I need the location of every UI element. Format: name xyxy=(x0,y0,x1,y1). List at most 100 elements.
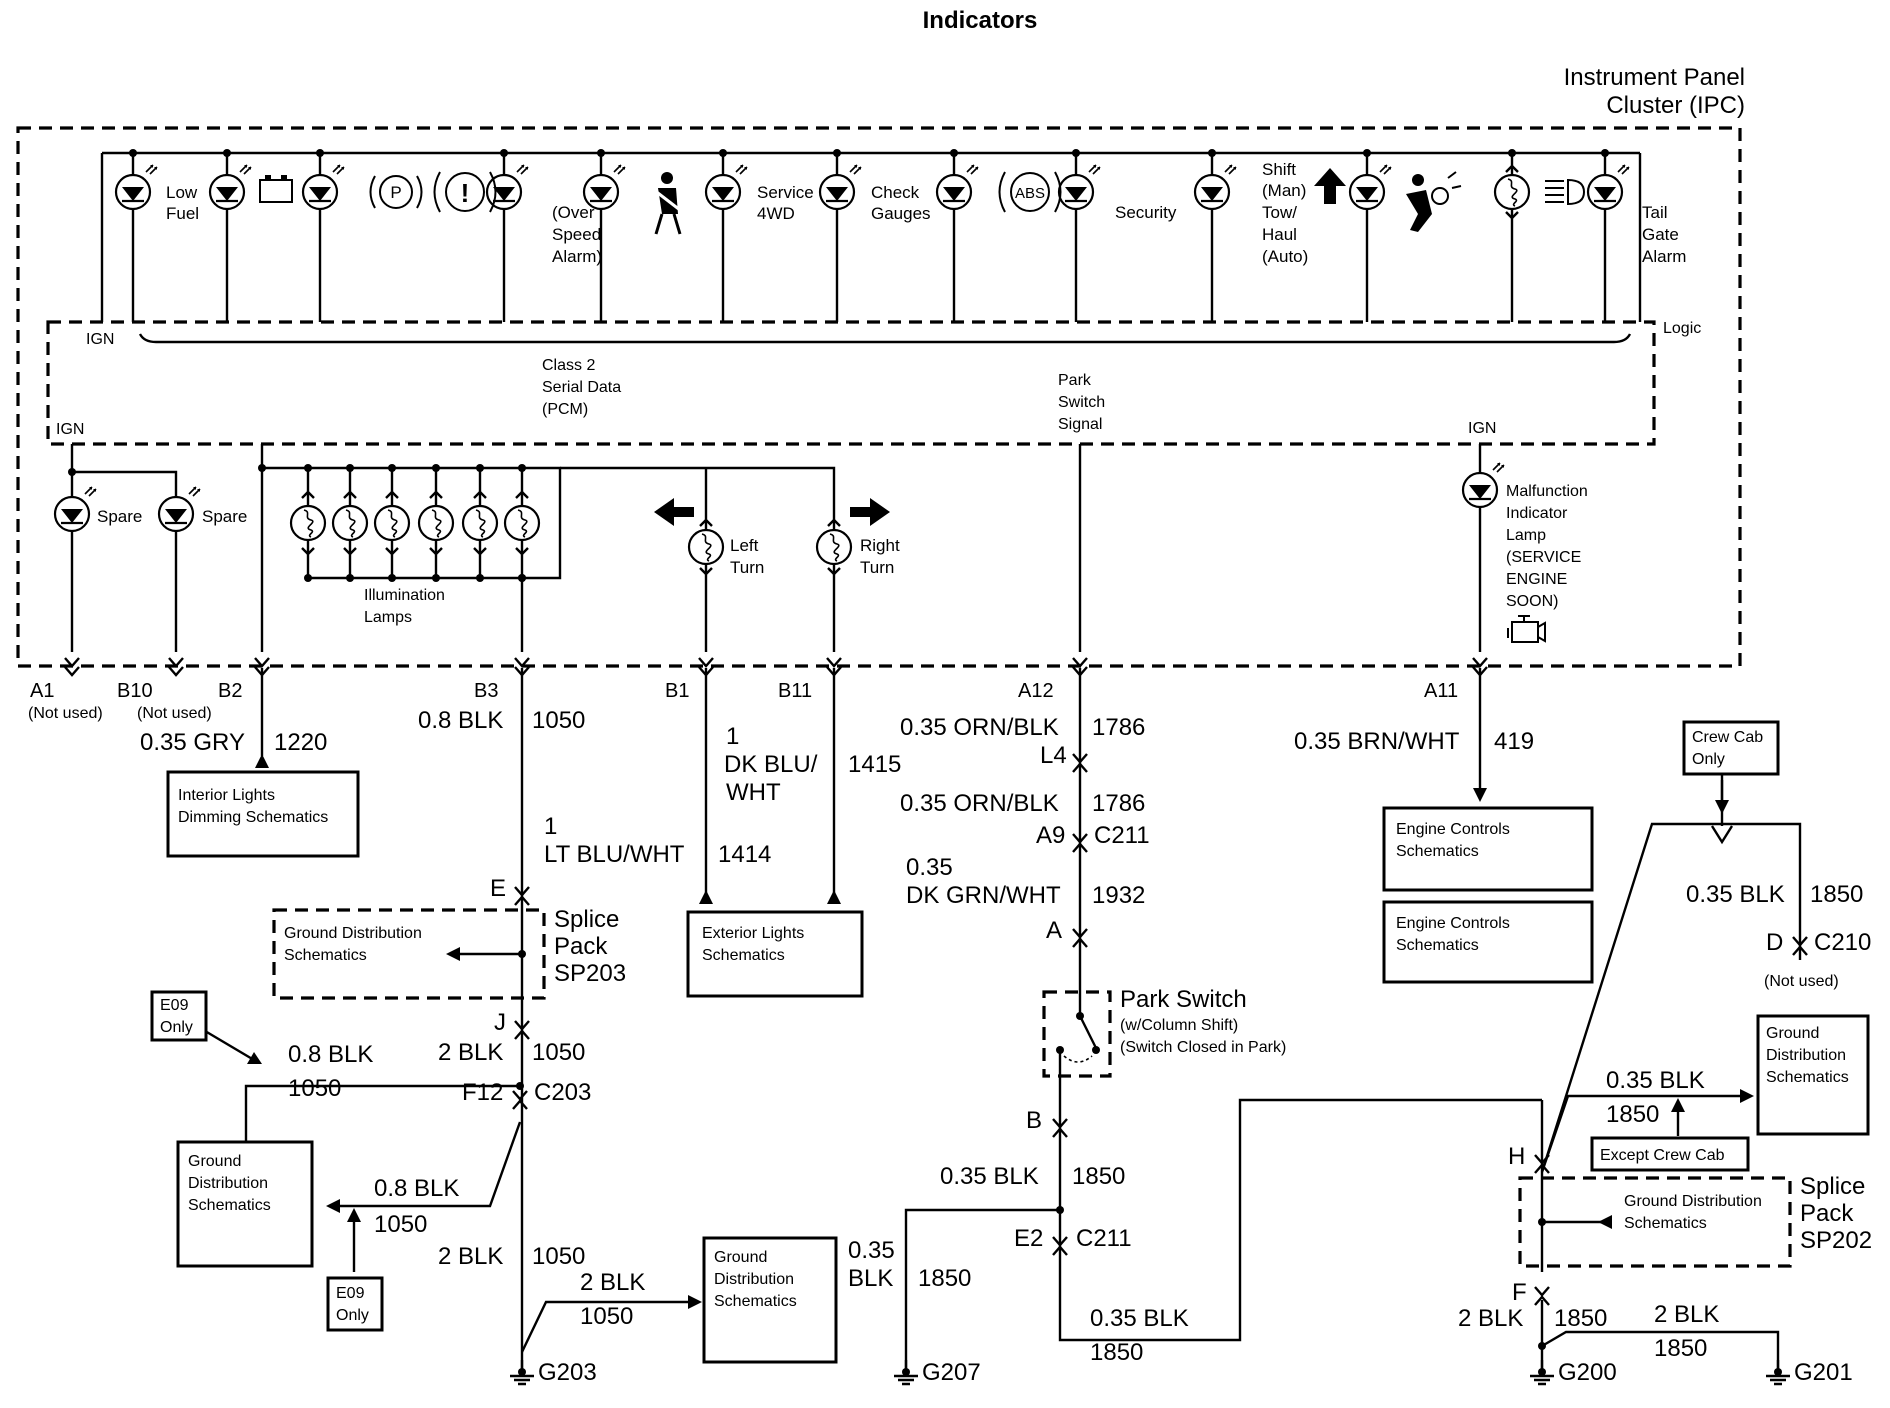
crew-cab-only-box: Crew Cab Only xyxy=(1682,720,1780,776)
g200-label: G200 xyxy=(1558,1359,1617,1386)
brake-warning-icon: ! xyxy=(433,171,497,213)
airbag-lamp-icon xyxy=(1348,163,1393,211)
battery-lamp-icon xyxy=(208,163,253,211)
class2-label-1: Class 2 xyxy=(542,357,595,374)
illumination-junction xyxy=(432,464,440,472)
j-wire-circuit: 1050 xyxy=(532,1039,585,1066)
ipc-label-line2: Cluster (IPC) xyxy=(1606,92,1745,119)
pin-b2: B2 xyxy=(218,680,242,702)
battery-icon xyxy=(259,175,293,203)
ground-node xyxy=(1538,1368,1546,1376)
shift-label-1: Shift xyxy=(1262,160,1296,179)
h-wire-circuit: 1850 xyxy=(1606,1101,1659,1128)
abs-symbol-icon: ABS xyxy=(998,171,1062,213)
e09-top-line2: Only xyxy=(160,1019,193,1036)
g203-label: G203 xyxy=(538,1359,597,1386)
interior-dimming-box[interactable]: Interior Lights Dimming Schematics xyxy=(166,770,360,858)
connector-chevron xyxy=(826,657,842,668)
e-label: E xyxy=(490,875,506,902)
park-junction-1 xyxy=(1056,1206,1064,1214)
c211-a-label: C211 xyxy=(1094,822,1150,849)
b2-wire-color: 0.35 GRY xyxy=(140,729,245,756)
ground-icon xyxy=(1766,1374,1790,1386)
b11-wire-circuit: 1414 xyxy=(718,841,771,868)
high-beam-icon xyxy=(1545,178,1586,206)
connector-chevron xyxy=(1534,1286,1550,1297)
high-beam-bulb-icon xyxy=(1493,173,1531,211)
b11-wire-2: LT BLU/WHT xyxy=(544,841,685,868)
exterior-lights-box[interactable]: Exterior Lights Schematics xyxy=(686,910,864,998)
illumination-bulb-icon xyxy=(373,504,411,542)
ground-dist-right-box[interactable]: Ground Distribution Schematics xyxy=(1756,1014,1870,1136)
service-4wd-label-1: Service xyxy=(757,183,814,202)
connector-chevron xyxy=(512,1090,528,1101)
bus-junction-dot xyxy=(1363,149,1371,157)
bus-junction-dot xyxy=(1601,149,1609,157)
e09-bottom-line2: Only xyxy=(336,1307,369,1324)
a-label: A xyxy=(1046,917,1062,944)
security-lamp-icon xyxy=(1057,163,1102,211)
connector-chevron xyxy=(168,666,184,677)
illumination-stem-arrows xyxy=(385,490,399,556)
sp203-gd-line2: Schematics xyxy=(284,947,367,964)
illumination-junction xyxy=(432,574,440,582)
illumination-bulb-icon xyxy=(417,504,455,542)
g203-wire-color: 2 BLK xyxy=(438,1243,503,1270)
mil-lamp-icon xyxy=(1461,461,1506,509)
e09-wire-circuit: 1050 xyxy=(288,1075,341,1102)
splice-pack-sp203 xyxy=(272,908,546,1000)
bus-junction-dot xyxy=(316,149,324,157)
illumination-stem-arrows xyxy=(343,490,357,556)
mil-label-5: ENGINE xyxy=(1506,571,1567,588)
illumination-junction xyxy=(304,464,312,472)
dk-grn-1: 0.35 xyxy=(906,854,953,881)
gd-right-line3: Schematics xyxy=(1766,1069,1849,1086)
ground-dist-left-box[interactable]: Ground Distribution Schematics xyxy=(176,1140,314,1268)
b2-wire-circuit: 1220 xyxy=(274,729,327,756)
service-4wd-label-2: 4WD xyxy=(757,204,795,223)
low-fuel-label-2: Fuel xyxy=(166,204,199,223)
sp203-label-2: Pack xyxy=(554,933,608,960)
ground-dist-mid-box[interactable]: Ground Distribution Schematics xyxy=(702,1236,838,1364)
crew-cab-line1: Crew Cab xyxy=(1692,729,1763,746)
b3-wire-circuit: 1050 xyxy=(532,707,585,734)
j-wire-color: 2 BLK xyxy=(438,1039,503,1066)
sp202-label-1: Splice xyxy=(1800,1173,1865,1200)
shift-label-5: (Auto) xyxy=(1262,247,1308,266)
top-lamp-bus xyxy=(100,149,1642,322)
f12-label: F12 xyxy=(462,1079,503,1106)
illumination-junction xyxy=(388,464,396,472)
gd-mid-line1: Ground xyxy=(714,1249,767,1266)
engine-controls-box-1[interactable]: Engine Controls Schematics xyxy=(1382,806,1594,892)
park-signal-label-1: Park xyxy=(1058,372,1092,389)
splice-pack-sp202 xyxy=(1518,1176,1792,1268)
f12-junction xyxy=(516,1082,524,1090)
park-symbol-icon: P xyxy=(369,175,423,209)
class2-bracket xyxy=(138,333,1632,344)
b2-junction xyxy=(258,464,266,472)
bus-junction-dot xyxy=(1072,149,1080,157)
connector-chevron xyxy=(64,657,80,668)
illumination-junction xyxy=(346,574,354,582)
illumination-junction xyxy=(304,574,312,582)
bus-junction-dot xyxy=(129,149,137,157)
e09-top-line1: E09 xyxy=(160,997,189,1014)
b1-wire-2: DK BLU/ xyxy=(724,751,818,778)
f-label: F xyxy=(1512,1279,1527,1306)
sp203-label-1: Splice xyxy=(554,906,619,933)
mil-label-1: Malfunction xyxy=(1506,483,1588,500)
a9-wire-circuit: 1786 xyxy=(1092,790,1145,817)
gd-right-line2: Distribution xyxy=(1766,1047,1846,1064)
park-brake-lamp-icon xyxy=(301,163,346,211)
illum-junction xyxy=(518,574,526,582)
sp203-label-3: SP203 xyxy=(554,960,626,987)
g201-wire-circuit: 1850 xyxy=(1654,1335,1707,1362)
b-label: B xyxy=(1026,1107,1042,1134)
pin-a12: A12 xyxy=(1018,680,1054,702)
bottom-wire-color: 0.35 BLK xyxy=(1090,1305,1189,1332)
logic-module xyxy=(46,320,1656,446)
g207-wire-2: BLK xyxy=(848,1265,893,1292)
illumination-bulb-icon xyxy=(289,504,327,542)
pin-b10-note: (Not used) xyxy=(137,705,212,722)
engine-controls-box-2[interactable]: Engine Controls Schematics xyxy=(1382,900,1594,984)
